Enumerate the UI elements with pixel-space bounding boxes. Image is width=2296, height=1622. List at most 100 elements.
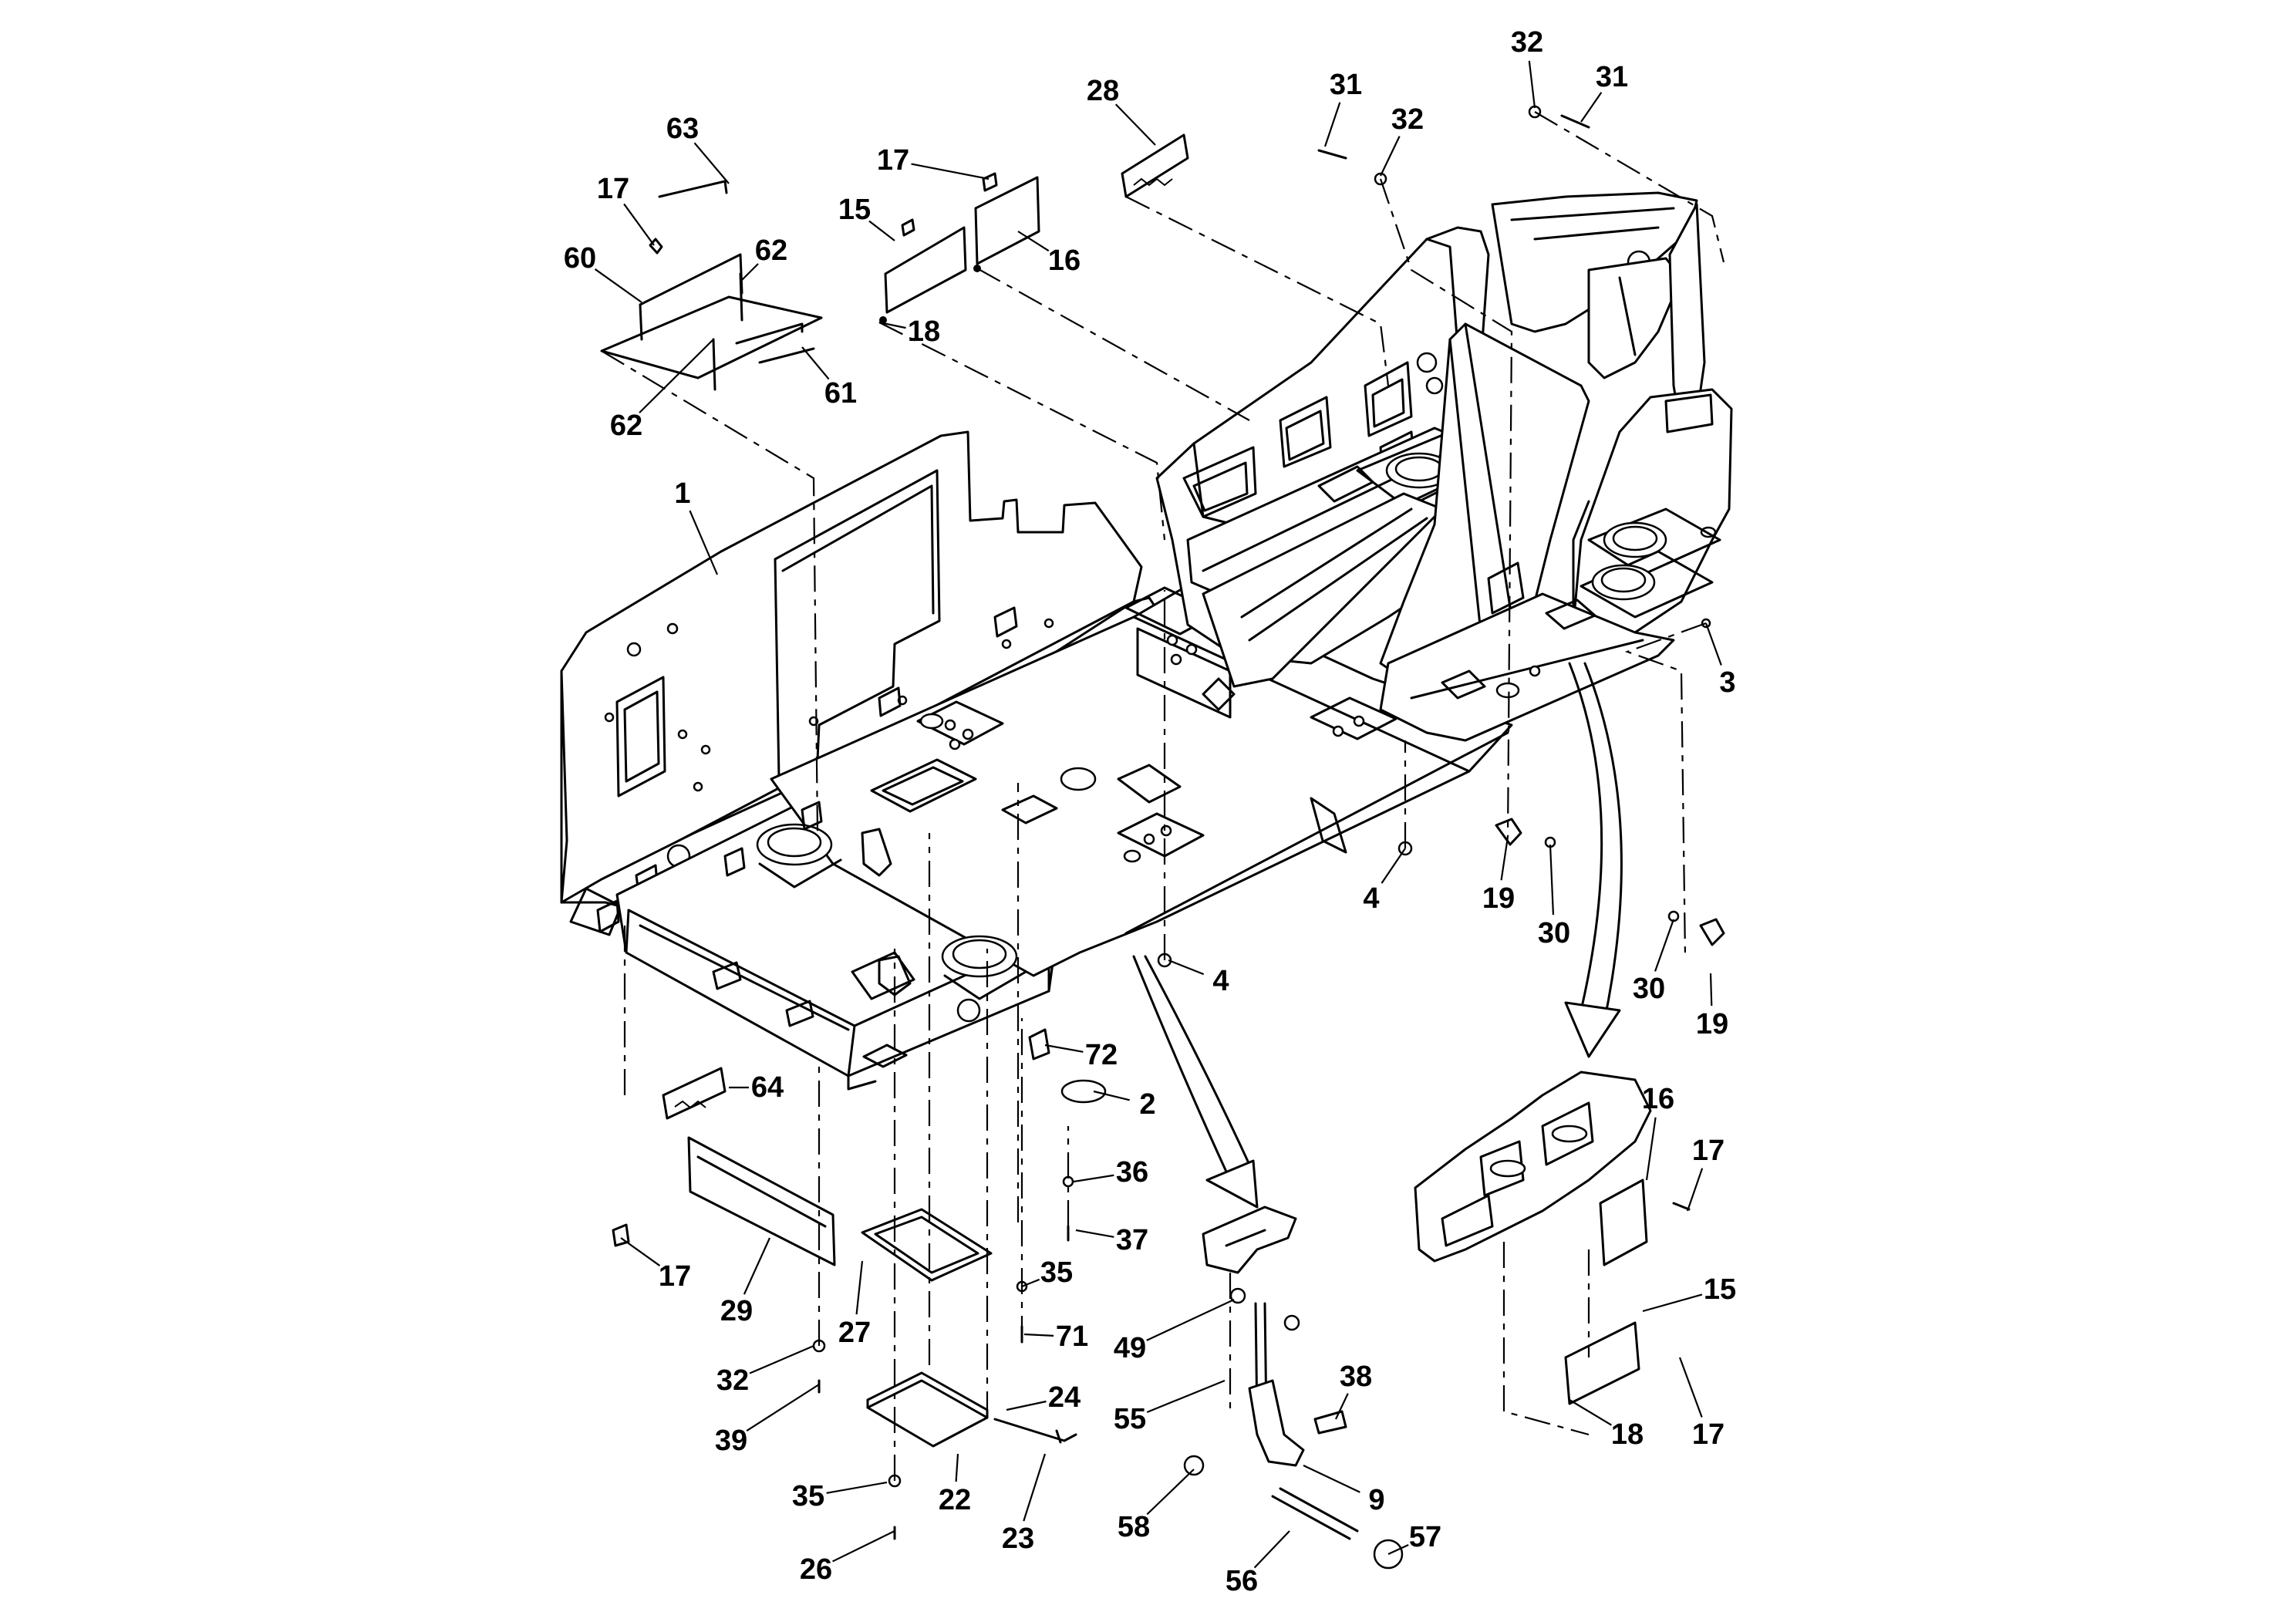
leader-line-l60: [594, 268, 642, 303]
callout-l17c: 17: [1692, 1135, 1725, 1167]
callout-l32b: 32: [1511, 26, 1543, 59]
leader-line-l32b: [1528, 60, 1536, 109]
callout-l31a: 31: [1330, 69, 1362, 101]
callout-l58: 58: [1118, 1511, 1150, 1543]
callout-l72: 72: [1085, 1039, 1118, 1071]
leader-line-l57: [1387, 1543, 1409, 1555]
callout-l62a: 62: [755, 234, 787, 267]
leader-line-l29: [743, 1237, 771, 1295]
callout-l19b: 19: [1696, 1008, 1728, 1040]
callout-l28: 28: [1087, 75, 1119, 107]
leader-line-l56: [1253, 1530, 1290, 1569]
leader-line-l35a: [1021, 1278, 1040, 1288]
leader-line-l62b: [639, 339, 714, 413]
callout-l15a: 15: [838, 194, 871, 226]
callout-l39: 39: [715, 1425, 747, 1457]
callout-l17d: 17: [1692, 1418, 1725, 1451]
callout-l60: 60: [564, 242, 596, 275]
callout-l30a: 30: [1538, 917, 1570, 949]
part-29-bracket: [687, 1136, 836, 1266]
callout-l26: 26: [800, 1553, 832, 1586]
callout-l19a: 19: [1482, 882, 1515, 915]
callout-l2: 2: [1139, 1088, 1155, 1121]
callout-l17a: 17: [597, 173, 629, 205]
leader-line-l63: [693, 142, 730, 184]
leader-line-l61: [801, 346, 830, 380]
pedal-bracket: [1202, 1206, 1297, 1274]
part-64-strip: [662, 1067, 727, 1120]
callout-l15b: 15: [1704, 1273, 1736, 1306]
callout-l63: 63: [666, 113, 699, 145]
callout-labels: 1234491515161617171717171818191922232426…: [564, 26, 1736, 1597]
callout-l27: 27: [838, 1317, 871, 1349]
part-28-strip: [1121, 133, 1189, 198]
leader-line-l4b: [1168, 959, 1205, 976]
leader-line-l19a: [1500, 836, 1509, 881]
leader-line-l24: [1006, 1400, 1047, 1411]
callout-l38: 38: [1340, 1361, 1372, 1393]
callout-l4b: 4: [1212, 965, 1229, 997]
callout-l36: 36: [1116, 1156, 1148, 1189]
leader-line-l30a: [1549, 844, 1555, 916]
detail-inset-panel: [1414, 1071, 1652, 1263]
part-61-plate: [600, 295, 823, 379]
callout-l29: 29: [720, 1295, 753, 1327]
leader-line-l31a: [1323, 102, 1341, 147]
callout-l17e: 17: [659, 1260, 691, 1293]
callout-l9: 9: [1368, 1484, 1384, 1516]
callout-l49: 49: [1114, 1332, 1146, 1364]
leader-line-l4a: [1381, 848, 1406, 884]
leader-line-l1: [689, 510, 719, 575]
leader-line-l17a: [623, 203, 655, 246]
leader-line-l17b: [911, 163, 990, 180]
leader-line-l22: [955, 1453, 959, 1482]
callout-l4a: 4: [1363, 882, 1379, 915]
callout-l23: 23: [1002, 1523, 1034, 1555]
leader-line-l32a: [1380, 136, 1401, 177]
callout-l56: 56: [1226, 1565, 1258, 1597]
leader-line-l72: [1044, 1044, 1084, 1053]
leader-line-l3: [1704, 622, 1722, 666]
leader-line-l15a: [868, 220, 895, 241]
leader-line-l58: [1146, 1469, 1195, 1516]
leader-line-l30b: [1654, 919, 1675, 972]
leader-line-l18b: [1569, 1399, 1612, 1426]
leader-line-l16a: [1017, 231, 1050, 252]
leader-line-l16b: [1645, 1117, 1657, 1181]
callout-l35b: 35: [792, 1480, 824, 1512]
leader-line-l17d: [1678, 1357, 1703, 1418]
leader-line-l17e: [620, 1237, 661, 1266]
callout-l31b: 31: [1596, 61, 1628, 93]
leader-line-l31b: [1580, 92, 1603, 123]
leader-line-l2: [1093, 1090, 1130, 1101]
leader-line-l23: [1023, 1453, 1047, 1522]
detail-arrows: [1132, 662, 1623, 1209]
callout-l57: 57: [1409, 1521, 1441, 1553]
callout-l62b: 62: [610, 410, 642, 442]
callout-l37: 37: [1116, 1224, 1148, 1256]
callout-l3: 3: [1719, 666, 1735, 699]
leader-line-l71: [1023, 1333, 1054, 1337]
leader-line-l17c: [1686, 1168, 1704, 1212]
leader-line-l32c: [749, 1344, 814, 1374]
leader-line-l9: [1303, 1465, 1360, 1493]
leader-line-l35b: [826, 1481, 888, 1494]
callout-l30b: 30: [1633, 973, 1665, 1005]
main-frame: [560, 191, 1733, 1091]
callout-l16a: 16: [1048, 244, 1081, 277]
leader-line-l18a: [878, 321, 906, 329]
leader-line-l15b: [1642, 1293, 1703, 1313]
callout-l32c: 32: [716, 1364, 749, 1397]
callout-l61: 61: [824, 377, 857, 410]
leader-line-l26: [832, 1530, 895, 1563]
leader-line-l27: [855, 1260, 864, 1315]
assembly-lines: [601, 111, 1725, 1481]
callout-l71: 71: [1056, 1320, 1088, 1353]
callout-l18a: 18: [908, 315, 940, 348]
callout-l16b: 16: [1642, 1083, 1674, 1115]
leader-line-l28: [1114, 103, 1156, 146]
callout-l35a: 35: [1040, 1256, 1073, 1289]
callout-l1: 1: [674, 477, 690, 510]
callout-l55: 55: [1114, 1403, 1146, 1435]
callout-l32a: 32: [1391, 103, 1424, 136]
